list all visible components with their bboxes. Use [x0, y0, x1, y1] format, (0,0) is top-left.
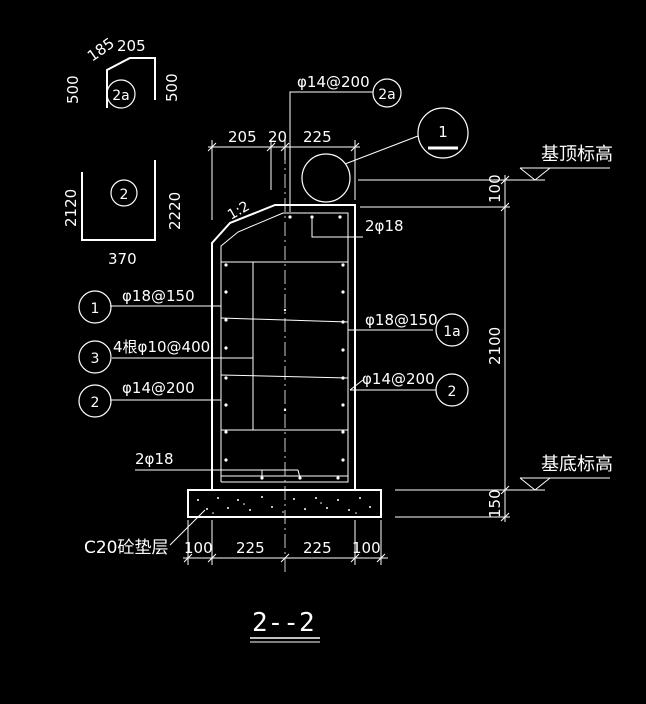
dim-bottom-225-right: 225 [303, 539, 332, 557]
dim-2220: 2220 [166, 192, 184, 230]
detail-1-circle [417, 107, 469, 159]
rebar-2phi18-top: 2φ18 [365, 217, 404, 235]
mark-1: 1 [91, 301, 100, 317]
slope-label: 1:2 [225, 198, 253, 223]
detail-leader [344, 135, 419, 165]
cushion-layer [187, 489, 382, 518]
dim-bottom-100-left: 100 [184, 539, 213, 557]
mark-2-left-circle [78, 384, 112, 418]
dim-2120: 2120 [62, 189, 80, 227]
dim-500-left: 500 [64, 75, 82, 104]
rebar-dots [224, 215, 345, 480]
dim-205-sketch: 205 [117, 37, 146, 55]
rebar-phi18-150-left: φ18@150 [122, 287, 195, 305]
detail-1-number: 1 [438, 123, 448, 141]
mark-2-sketch: 2 [120, 187, 129, 203]
top-dimension-lines [207, 140, 360, 220]
dim-top-205: 205 [228, 128, 257, 146]
dim-right-150: 150 [486, 489, 504, 518]
mark-1a: 1a [443, 324, 461, 340]
dim-right-2100: 2100 [486, 327, 504, 365]
elev-bottom-label: 基底标高 [541, 454, 613, 475]
elev-top-label: 基顶标高 [541, 144, 613, 165]
mark-3: 3 [91, 351, 100, 367]
mark-2-sketch-circle [110, 179, 138, 207]
cushion-label: C20砼垫层 [84, 538, 169, 558]
mark-2a: 2a [378, 87, 396, 103]
shape-2-sketch [81, 160, 156, 241]
rebar-cage [220, 212, 349, 483]
mark-1a-circle [435, 313, 469, 347]
dim-top-225: 225 [303, 128, 332, 146]
bottom-dimension-lines [183, 520, 388, 565]
right-callout-lines [311, 217, 436, 391]
rebar-4gen: 4根φ10@400 [113, 338, 210, 356]
dim-500-right: 500 [163, 73, 181, 102]
callout-top [289, 91, 373, 212]
mark-2a-sketch: 2a [112, 88, 130, 104]
shape-2a-sketch [106, 57, 156, 108]
mark-1-circle [78, 290, 112, 324]
dim-370: 370 [108, 250, 137, 268]
mark-2a-sketch-circle [106, 79, 136, 109]
dim-bottom-100-right: 100 [352, 539, 381, 557]
mark-2a-circle [372, 78, 402, 108]
dim-185: 185 [84, 34, 118, 65]
mark-3-circle [78, 340, 112, 374]
cushion-hatch [197, 496, 371, 514]
right-dimension-lines [358, 167, 610, 522]
detail-circle [301, 153, 351, 203]
rebar-phi14-200-left: φ14@200 [122, 379, 195, 397]
section-title: 2--2 [252, 608, 315, 638]
rebar-phi14-200-right: φ14@200 [362, 370, 435, 388]
rebar-2phi18-bottom: 2φ18 [135, 450, 174, 468]
rebar-top-callout: φ14@200 [297, 73, 370, 91]
dim-top-20: 20 [268, 128, 287, 146]
mark-2-left: 2 [91, 395, 100, 411]
mark-2-right-circle [435, 373, 469, 407]
mark-2-right: 2 [448, 384, 457, 400]
dim-right-100: 100 [486, 174, 504, 203]
wall-outline [211, 204, 356, 491]
dim-bottom-225-left: 225 [236, 539, 265, 557]
rebar-phi18-150-right: φ18@150 [365, 311, 438, 329]
